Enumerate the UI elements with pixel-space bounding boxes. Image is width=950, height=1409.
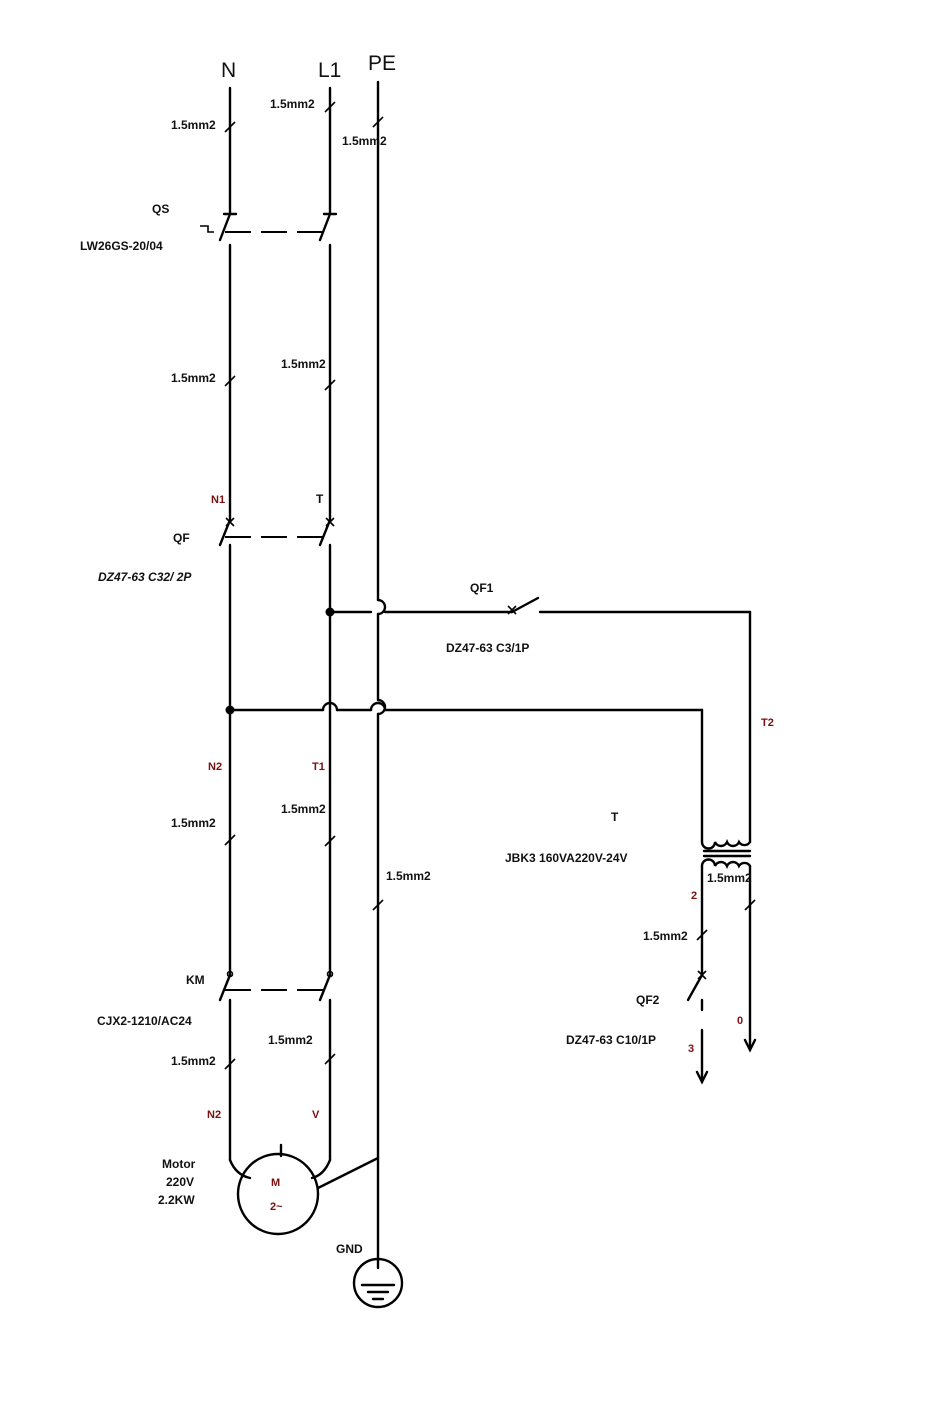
- n-rail-wire: [224, 88, 250, 1178]
- terminal-n1: N1: [211, 494, 225, 506]
- n-branch-wire: [226, 703, 703, 842]
- km-contactor-symbol: [220, 972, 333, 1001]
- wire-size-l1-mid: 1.5mm2: [281, 357, 326, 371]
- wire-size-pe-low: 1.5mm2: [386, 869, 431, 883]
- motor-label-line2: 220V: [166, 1175, 194, 1189]
- qf1-model: DZ47-63 C3/1P: [446, 641, 529, 655]
- rail-label-n: N: [221, 59, 236, 82]
- wire-size-l1-low: 1.5mm2: [281, 802, 326, 816]
- qf1-branch-wire: [326, 598, 751, 842]
- wire-size-l1-motor: 1.5mm2: [268, 1033, 313, 1047]
- qf-name: QF: [173, 531, 190, 545]
- transformer-model: JBK3 160VA220V-24V: [505, 851, 628, 865]
- terminal-n2: N2: [208, 761, 222, 773]
- wire-size-n-motor: 1.5mm2: [171, 1054, 216, 1068]
- motor-label-line1: Motor: [162, 1157, 196, 1171]
- terminal-secondary-0: 0: [737, 1015, 743, 1027]
- qs-model: LW26GS-20/04: [80, 239, 163, 253]
- qf2-name: QF2: [636, 993, 660, 1007]
- km-name: KM: [186, 973, 205, 987]
- wire-size-n-low: 1.5mm2: [171, 816, 216, 830]
- wire-size-n-mid: 1.5mm2: [171, 371, 216, 385]
- qf-model: DZ47-63 C32/ 2P: [98, 570, 192, 584]
- terminal-t1: T1: [312, 761, 325, 773]
- terminal-t2: T2: [761, 717, 774, 729]
- wire-size-pe-top: 1.5mm2: [342, 134, 387, 148]
- motor-label-line3: 2.2KW: [158, 1193, 195, 1207]
- motor-symbol-label: M: [271, 1177, 280, 1189]
- qf1-name: QF1: [470, 581, 494, 595]
- transformer-symbol: [702, 842, 750, 866]
- transformer-secondary-wire: [688, 866, 755, 1082]
- rail-label-l1: L1: [318, 59, 341, 82]
- terminal-secondary-2: 2: [691, 890, 697, 902]
- qf2-model: DZ47-63 C10/1P: [566, 1033, 656, 1047]
- terminal-t: T: [316, 492, 324, 506]
- wire-size-l1-top: 1.5mm2: [270, 97, 315, 111]
- l1-rail-wire: [312, 88, 336, 1178]
- terminal-motor-v: V: [312, 1109, 320, 1121]
- wire-size-n-top: 1.5mm2: [171, 118, 216, 132]
- wire-size-transformer-out: 1.5mm2: [643, 929, 688, 943]
- terminal-qf2-3: 3: [688, 1043, 694, 1055]
- rail-label-pe: PE: [368, 52, 396, 75]
- qs-switch-symbol: [200, 214, 330, 240]
- pe-rail-wire: [318, 82, 385, 1268]
- transformer-name: T: [611, 810, 619, 824]
- gnd-label: GND: [336, 1242, 363, 1256]
- terminal-motor-n2: N2: [207, 1109, 221, 1121]
- motor-phase-label: 2~: [270, 1201, 283, 1213]
- motor-symbol: [238, 1145, 318, 1234]
- wire-size-transformer-secondary: 1.5mm2: [707, 871, 752, 885]
- qf-breaker-symbol: [220, 518, 334, 545]
- qs-name: QS: [152, 202, 169, 216]
- km-model: CJX2-1210/AC24: [97, 1014, 192, 1028]
